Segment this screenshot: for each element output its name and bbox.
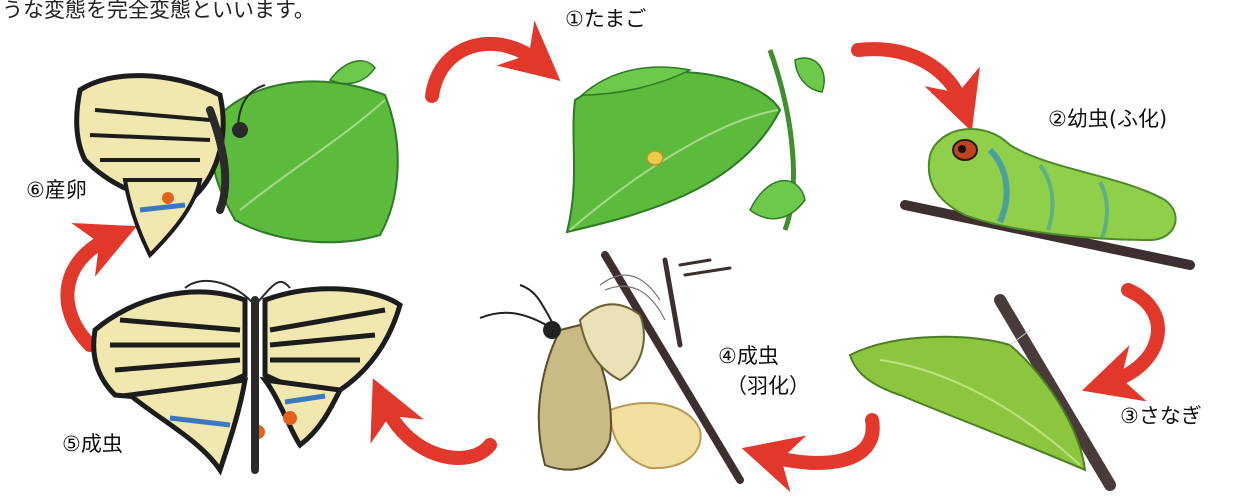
chrysalis-icon [608, 402, 702, 470]
egg-icon [646, 150, 664, 166]
red-curved-arrow-icon [425, 20, 561, 103]
red-curved-arrow-icon [741, 413, 880, 493]
label-stage-5-adult: ⑤成虫 [62, 432, 123, 456]
red-curved-arrow-icon [60, 222, 137, 352]
leaf-icon [328, 60, 376, 85]
branch-icon [601, 251, 744, 484]
label-stage-4-emergence: ④成虫 [718, 344, 779, 368]
oviposition-illustration [74, 60, 399, 259]
egg-illustration [565, 49, 825, 234]
intro-text: うな変態を完全変態といいます。 [2, 0, 315, 22]
branch-icon [900, 200, 1195, 270]
label-stage-3-pupa: ③さなぎ [1120, 404, 1202, 428]
leaf-icon [749, 179, 806, 220]
caterpillar-illustration [900, 128, 1195, 270]
label-stage-1-egg: ①たまご [565, 7, 647, 31]
emergence-illustration [479, 251, 744, 484]
leaf-icon [565, 70, 782, 234]
label-stage-2-larva: ②幼虫(ふ化) [1048, 107, 1168, 131]
cycle-arrows [60, 20, 1165, 493]
branch-icon [994, 294, 1116, 491]
red-curved-arrow-icon [370, 378, 497, 465]
leaf-icon [794, 57, 825, 93]
chrysalis-illustration [848, 294, 1116, 491]
caterpillar-icon [927, 128, 1177, 242]
chrysalis-icon [848, 335, 1087, 472]
red-curved-arrow-icon [851, 42, 980, 132]
leaf-icon [580, 66, 693, 96]
adult-butterfly-illustration [91, 279, 403, 476]
red-curved-arrow-icon [1081, 283, 1165, 402]
label-stage-4-emergence-sub: （羽化） [726, 374, 810, 398]
label-stage-6-oviposition: ⑥産卵 [26, 178, 87, 202]
